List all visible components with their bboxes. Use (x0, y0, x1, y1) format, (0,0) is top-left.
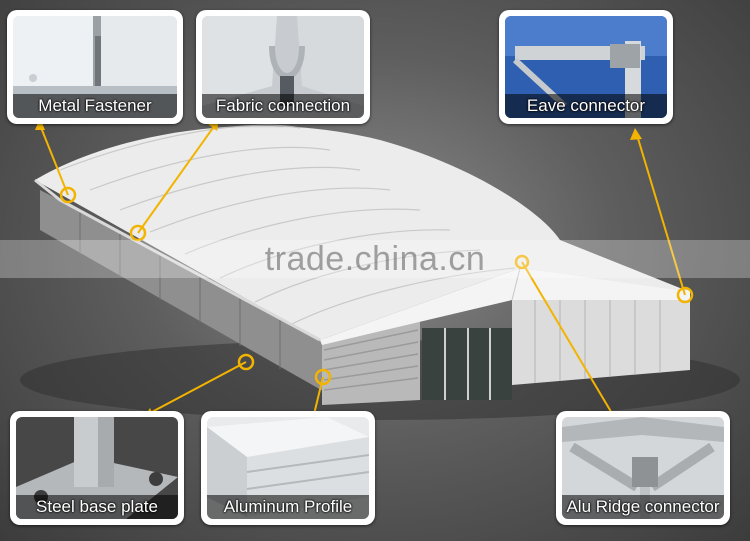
callout-label: Fabric connection (202, 94, 364, 118)
callout-aluminum-profile: Aluminum Profile (201, 411, 375, 525)
callout-label: Eave connector (505, 94, 667, 118)
callout-steel-base-plate: Steel base plate (10, 411, 184, 525)
callout-fabric-connection: Fabric connection (196, 10, 370, 124)
callout-alu-ridge-connector: Alu Ridge connector (556, 411, 730, 525)
callout-eave-connector: Eave connector (499, 10, 673, 124)
callout-label: Aluminum Profile (207, 495, 369, 519)
callout-label: Steel base plate (16, 495, 178, 519)
callout-label: Alu Ridge connector (562, 495, 724, 519)
watermark-text: trade.china.cn (264, 240, 486, 278)
callout-label: Metal Fastener (13, 94, 177, 118)
callout-metal-fastener: Metal Fastener (7, 10, 183, 124)
watermark-band (0, 240, 750, 278)
